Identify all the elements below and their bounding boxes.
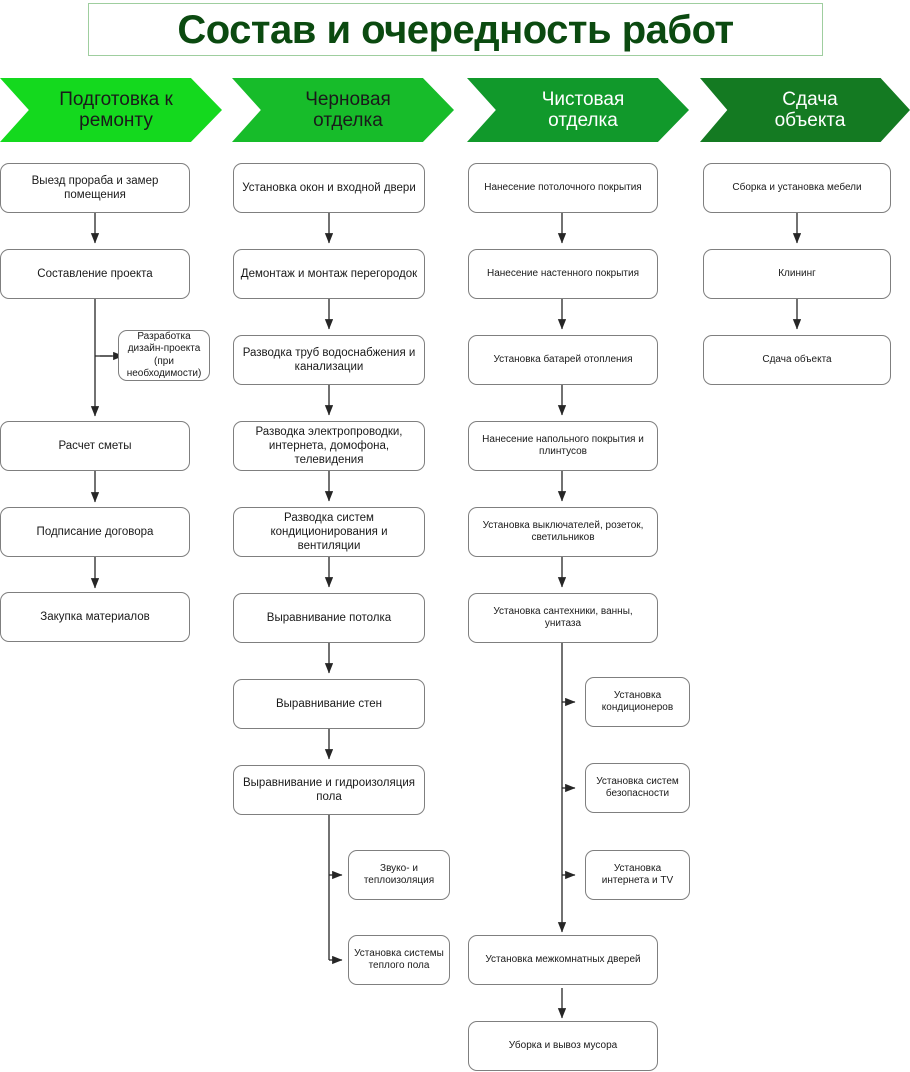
node-materials-purchase[interactable]: Закупка материалов [0, 592, 190, 642]
phase-banner-rough-finishing-label: Черновая отделка [305, 88, 391, 131]
phase-banner-rough-finishing[interactable]: Черновая отделка [232, 78, 454, 142]
node-cleaning[interactable]: Клининг [703, 249, 891, 299]
phase-banner-handover-label: Сдача объекта [774, 88, 846, 131]
page-title: Состав и очередность работ [177, 7, 734, 52]
node-switches-sockets-lamps[interactable]: Установка выключателей, розеток, светиль… [468, 507, 658, 557]
node-interior-doors-installation[interactable]: Установка межкомнатных дверей [468, 935, 658, 985]
node-plumbing-bath-toilet[interactable]: Установка сантехники, ванны, унитаза [468, 593, 658, 643]
phase-banner-fine-finishing[interactable]: Чистовая отделка [467, 78, 689, 142]
node-sound-heat-insulation[interactable]: Звуко- и теплоизоляция [348, 850, 450, 900]
node-site-visit-measurement[interactable]: Выезд прораба и замер помещения [0, 163, 190, 213]
node-underfloor-heating-system[interactable]: Установка системы теплого пола [348, 935, 450, 985]
phase-banner-preparation[interactable]: Подготовка к ремонту [0, 78, 222, 142]
phase-banner-handover[interactable]: Сдача объекта [700, 78, 910, 142]
phase-banner-preparation-label: Подготовка к ремонту [59, 88, 173, 131]
node-project-drafting[interactable]: Составление проекта [0, 249, 190, 299]
node-hvac-ventilation-routing[interactable]: Разводка систем кондиционирования и вент… [233, 507, 425, 557]
node-internet-tv-installation[interactable]: Установка интернета и TV [585, 850, 690, 900]
node-wall-leveling[interactable]: Выравнивание стен [233, 679, 425, 729]
node-radiators-installation[interactable]: Установка батарей отопления [468, 335, 658, 385]
node-object-handover[interactable]: Сдача объекта [703, 335, 891, 385]
phase-banner-fine-finishing-label: Чистовая отделка [541, 88, 625, 131]
node-windows-entrance-door[interactable]: Установка окон и входной двери [233, 163, 425, 213]
node-wall-coating[interactable]: Нанесение настенного покрытия [468, 249, 658, 299]
node-electrical-internet-intercom-tv-wiring[interactable]: Разводка электропроводки, интернета, дом… [233, 421, 425, 471]
node-floor-leveling-waterproofing[interactable]: Выравнивание и гидроизоляция пола [233, 765, 425, 815]
node-cleanup-waste-removal[interactable]: Уборка и вывоз мусора [468, 1021, 658, 1071]
page-title-box: Состав и очередность работ [88, 3, 823, 56]
node-floor-coating-skirting[interactable]: Нанесение напольного покрытия и плинтусо… [468, 421, 658, 471]
node-security-systems-installation[interactable]: Установка систем безопасности [585, 763, 690, 813]
node-contract-signing[interactable]: Подписание договора [0, 507, 190, 557]
node-furniture-assembly-installation[interactable]: Сборка и установка мебели [703, 163, 891, 213]
node-ceiling-coating[interactable]: Нанесение потолочного покрытия [468, 163, 658, 213]
node-water-sewer-piping[interactable]: Разводка труб водоснабжения и канализаци… [233, 335, 425, 385]
node-air-conditioners-installation[interactable]: Установка кондиционеров [585, 677, 690, 727]
node-estimate-calculation[interactable]: Расчет сметы [0, 421, 190, 471]
node-partitions-demolition-assembly[interactable]: Демонтаж и монтаж перегородок [233, 249, 425, 299]
node-design-project-optional[interactable]: Разработка дизайн-проекта (при необходим… [118, 330, 210, 381]
node-ceiling-leveling[interactable]: Выравнивание потолка [233, 593, 425, 643]
